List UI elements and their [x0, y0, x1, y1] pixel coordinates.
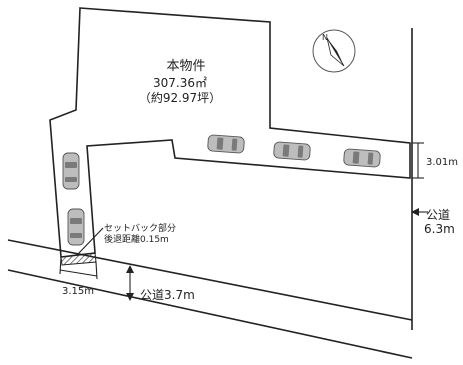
car-icon [62, 152, 80, 190]
setback-note-line2: 後退距離0.15m [104, 233, 169, 245]
property-title: 本物件 [166, 59, 205, 74]
bottom-frontage-dimension [59, 256, 98, 280]
south-road-upper-edge [7, 239, 413, 321]
setback-note-line1: セットバック部分 [104, 222, 176, 234]
east-road-width: 6.3m [424, 222, 455, 236]
east-road-arrow [411, 208, 428, 216]
setback-leader [77, 227, 104, 255]
compass [312, 29, 356, 73]
south-road-lower-edge [7, 269, 413, 359]
south-road-width-arrow [126, 265, 134, 301]
car-icon [343, 148, 381, 168]
compass-label: N [322, 33, 328, 42]
right-frontage-label: 3.01m [426, 157, 458, 168]
east-road-name: 公道 [426, 208, 450, 222]
car-icon [273, 141, 311, 161]
setback-area [60, 252, 97, 266]
bottom-frontage-label: 3.15m [62, 286, 94, 297]
right-frontage-dimension [412, 142, 424, 179]
property-area-tsubo: （約92.97坪） [139, 90, 221, 105]
south-road-label: 公道3.7m [140, 288, 195, 302]
car-icon [207, 134, 245, 154]
lot-boundary [49, 7, 411, 258]
property-area-sqm: 307.36㎡ [153, 76, 207, 90]
car-icon [67, 208, 85, 246]
